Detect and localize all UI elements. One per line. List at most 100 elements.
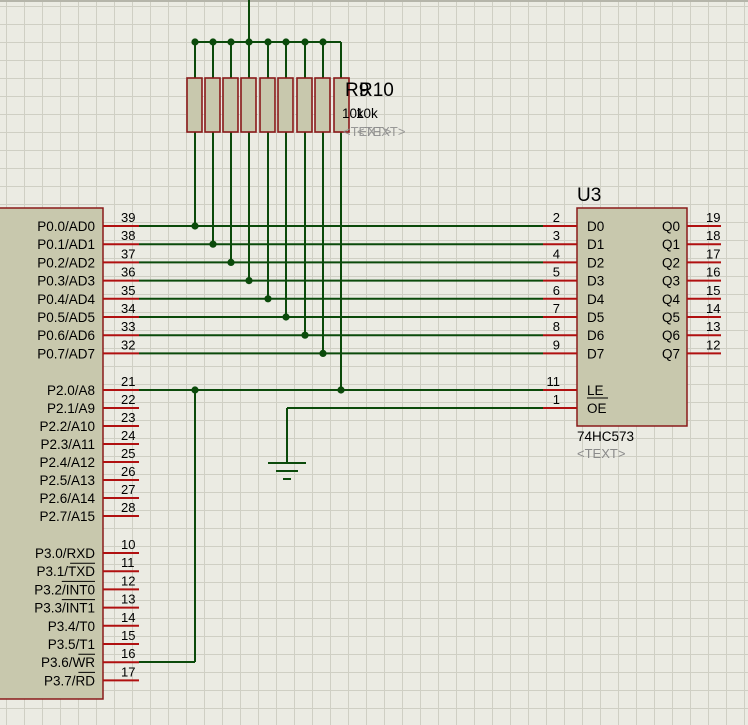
mcu-pin-number: 34 bbox=[121, 301, 135, 316]
mcu-pin-label: P0.0/AD0 bbox=[37, 219, 95, 234]
u3-input-pin-number: 4 bbox=[553, 246, 560, 261]
junction-dot bbox=[282, 313, 290, 321]
mcu-pin-label: P0.6/AD6 bbox=[37, 328, 95, 343]
u3-input-pin-label: D5 bbox=[587, 310, 604, 325]
mcu-pin-label: P2.7/A15 bbox=[39, 509, 95, 524]
mcu-pin-number: 33 bbox=[121, 319, 135, 334]
mcu-pin-number: 13 bbox=[121, 592, 135, 607]
resistor-network[interactable] bbox=[186, 77, 350, 133]
u3-output-pin-label: Q4 bbox=[662, 292, 681, 307]
resistor-body[interactable] bbox=[222, 77, 239, 133]
u3-input-pin-number: 5 bbox=[553, 265, 560, 280]
u3-input-pin-label: D7 bbox=[587, 346, 604, 361]
mcu-pin-label: P2.0/A8 bbox=[47, 383, 95, 398]
u3-input-pin-number: 7 bbox=[553, 301, 560, 316]
u3-output-pin-number: 13 bbox=[706, 319, 720, 334]
mcu-pin-label: P2.4/A12 bbox=[39, 455, 95, 470]
mcu-pin-number: 38 bbox=[121, 228, 135, 243]
junction-dot bbox=[245, 277, 253, 285]
canvas-top-border bbox=[0, 0, 748, 2]
mcu-pin-label: P3.7/RD bbox=[44, 673, 95, 688]
resistor-body[interactable] bbox=[296, 77, 313, 133]
mcu-pin-label: P0.3/AD3 bbox=[37, 274, 95, 289]
resistor-text-r10: <TEXT> bbox=[357, 124, 405, 139]
mcu-pin-number: 16 bbox=[121, 646, 135, 661]
mcu-pin-number: 11 bbox=[121, 555, 135, 570]
resistor-body[interactable] bbox=[204, 77, 221, 133]
u3-output-pin-label: Q3 bbox=[662, 274, 680, 289]
u3-text-placeholder: <TEXT> bbox=[577, 446, 625, 461]
mcu-pin-number: 12 bbox=[121, 573, 135, 588]
mcu-pin-label: P2.1/A9 bbox=[47, 401, 95, 416]
mcu-pin-label: P3.0/RXD bbox=[35, 546, 95, 561]
resistor-value-r10: 10k bbox=[356, 106, 378, 121]
u3-oe-pin-label: OE bbox=[587, 401, 607, 416]
resistor-body[interactable] bbox=[186, 77, 203, 133]
mcu-pin-label: P3.1/TXD bbox=[36, 564, 95, 579]
mcu-pin-number: 25 bbox=[121, 446, 135, 461]
junction-dot bbox=[227, 258, 235, 266]
resistor-value-r9: 10k bbox=[342, 106, 364, 121]
junction-dot bbox=[264, 295, 272, 303]
mcu-pin-label: P0.7/AD7 bbox=[37, 346, 95, 361]
u3-input-pin-label: D2 bbox=[587, 255, 604, 270]
mcu-pin-label: P2.2/A10 bbox=[39, 419, 95, 434]
u3-input-pin-number: 6 bbox=[553, 283, 560, 298]
u3-oe-pin-number: 1 bbox=[553, 392, 560, 407]
u3-ref: U3 bbox=[577, 185, 601, 206]
u3-input-pin-label: D6 bbox=[587, 328, 604, 343]
resistor-text-r9: <TEXT> bbox=[343, 124, 391, 139]
mcu-pin-label: P0.4/AD4 bbox=[37, 292, 95, 307]
u3-output-pin-number: 17 bbox=[706, 246, 720, 261]
mcu-pin-label: P0.1/AD1 bbox=[37, 237, 95, 252]
resistor-body[interactable] bbox=[277, 77, 294, 133]
mcu-pin-number: 23 bbox=[121, 410, 135, 425]
resistor-body[interactable] bbox=[259, 77, 276, 133]
mcu-pin-label: P3.6/WR bbox=[41, 655, 95, 670]
u3-input-pin-number: 3 bbox=[553, 228, 560, 243]
mcu-pin-number: 17 bbox=[121, 664, 135, 679]
mcu-pin-number: 32 bbox=[121, 337, 135, 352]
u3-output-pin-number: 12 bbox=[706, 337, 720, 352]
u3-input-pin-label: D0 bbox=[587, 219, 604, 234]
mcu-pin-label: P3.4/T0 bbox=[48, 619, 95, 634]
junction-dot bbox=[209, 240, 217, 248]
u3-part: 74HC573 bbox=[577, 429, 634, 444]
mcu-pin-number: 26 bbox=[121, 464, 135, 479]
u3-pins: 2D03D14D25D36D47D58D69D719Q018Q117Q216Q3… bbox=[543, 210, 721, 416]
mcu-body[interactable] bbox=[0, 207, 104, 700]
mcu-pin-number: 10 bbox=[121, 537, 135, 552]
mcu-pin-number: 14 bbox=[121, 610, 135, 625]
u3-input-pin-number: 2 bbox=[553, 210, 560, 225]
resistor-body[interactable] bbox=[314, 77, 331, 133]
mcu-pin-number: 35 bbox=[121, 283, 135, 298]
junction-dot bbox=[191, 222, 199, 230]
u3-output-pin-label: Q6 bbox=[662, 328, 680, 343]
resistor-ref-r9: R9 bbox=[345, 80, 369, 101]
mcu-pin-number: 27 bbox=[121, 482, 135, 497]
junction-dot bbox=[319, 349, 327, 357]
u3-body[interactable] bbox=[576, 207, 688, 427]
u3-le-pin-label: LE bbox=[587, 383, 604, 398]
resistor-body[interactable] bbox=[333, 77, 350, 133]
mcu-pin-label: P3.3/INT1 bbox=[34, 601, 95, 616]
u3-output-pin-number: 16 bbox=[706, 265, 720, 280]
u3-input-pin-label: D4 bbox=[587, 292, 605, 307]
u3-input-pin-label: D1 bbox=[587, 237, 604, 252]
mcu-pins: 39P0.0/AD038P0.1/AD137P0.2/AD236P0.3/AD3… bbox=[34, 210, 139, 688]
resistor-body[interactable] bbox=[240, 77, 257, 133]
mcu-pin-number: 21 bbox=[121, 374, 135, 389]
u3-output-pin-label: Q2 bbox=[662, 255, 680, 270]
u3-output-pin-number: 15 bbox=[706, 283, 720, 298]
mcu-pin-label: P0.5/AD5 bbox=[37, 310, 95, 325]
mcu-pin-number: 15 bbox=[121, 628, 135, 643]
resistor-ref-r10: R10 bbox=[359, 80, 394, 101]
u3-output-pin-number: 14 bbox=[706, 301, 720, 316]
mcu-pin-number: 24 bbox=[121, 428, 135, 443]
u3-output-pin-label: Q0 bbox=[662, 219, 680, 234]
u3-output-pin-label: Q1 bbox=[662, 237, 680, 252]
mcu-pin-number: 22 bbox=[121, 392, 135, 407]
junction-dot bbox=[337, 386, 345, 394]
u3-output-pin-number: 19 bbox=[706, 210, 720, 225]
